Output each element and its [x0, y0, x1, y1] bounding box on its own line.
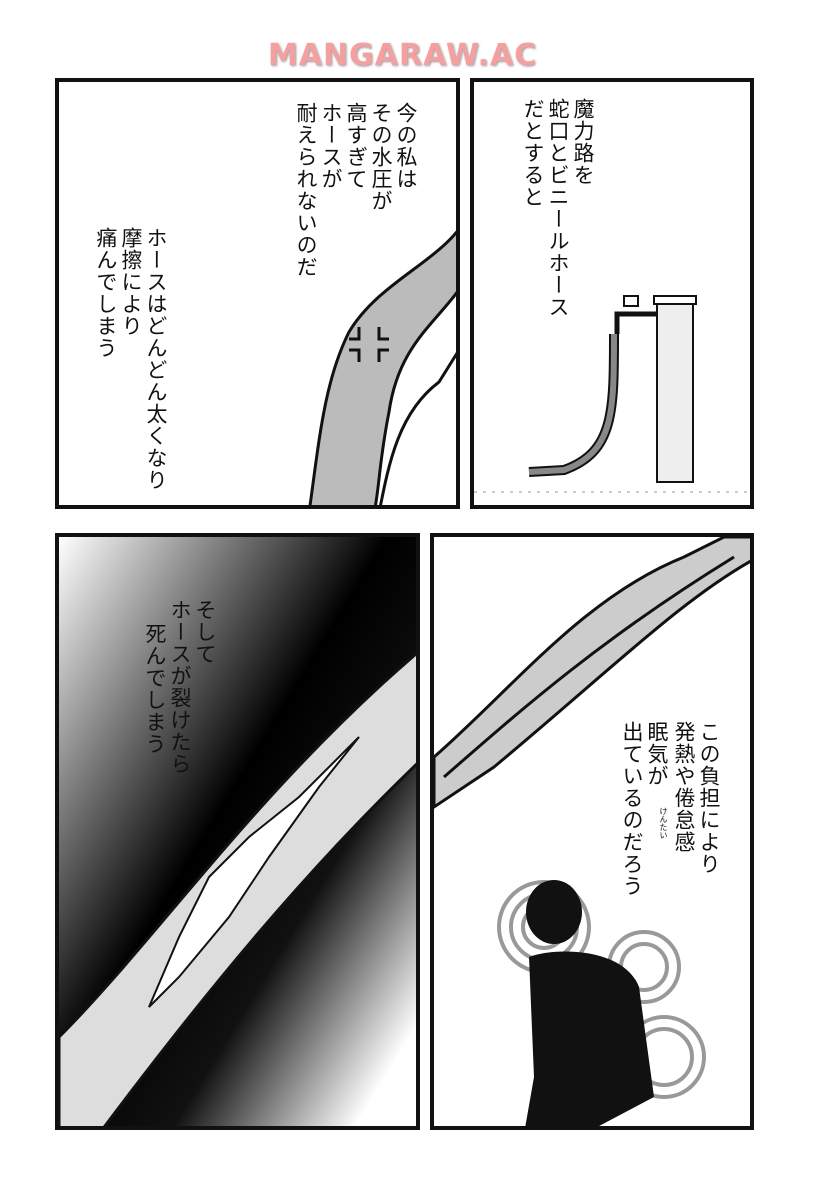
- ruby-text: けんたい: [659, 807, 668, 839]
- text-line: ホースが裂けたら: [168, 599, 192, 775]
- text-line: この負担により: [697, 721, 721, 875]
- text-line: 眠気が: [645, 721, 669, 787]
- text-line: ホースが: [319, 102, 343, 190]
- text-line: 耐えられないのだ: [294, 102, 318, 278]
- panel-tear: そして ホースが裂けたら 死んでしまう: [55, 533, 420, 1130]
- text-line: その水圧が: [369, 102, 393, 212]
- panel-pressure: 今の私は その水圧が 高すぎて ホースが 耐えられないのだ ホースはどんどん太く…: [55, 78, 460, 509]
- torn-hose-art: [59, 537, 416, 1126]
- text-line: 蛇口とビニールホース: [546, 98, 570, 318]
- text-line: 今の私は: [394, 102, 418, 190]
- text-line: そして: [193, 599, 217, 665]
- watermark: MANGARAW.AC: [268, 38, 538, 73]
- text-line: 出ているのだろう: [620, 721, 644, 897]
- text-line: 摩擦により: [119, 227, 143, 337]
- text-line: 発熱や倦怠感: [672, 721, 696, 853]
- text-line: だとすると: [521, 98, 545, 208]
- text-line: 痛んでしまう: [94, 227, 118, 359]
- text-line: ホースはどんどん太くなり: [144, 227, 168, 491]
- text-line: 高すぎて: [344, 102, 368, 190]
- text-line: 魔力路を: [571, 98, 595, 186]
- panel-burden: この負担により 発熱や倦怠感 けんたい 眠気が 出ているのだろう: [430, 533, 754, 1130]
- panel-faucet: 魔力路を 蛇口とビニールホース だとすると: [470, 78, 754, 509]
- swollen-hose-art: [308, 230, 456, 505]
- text-line: 死んでしまう: [143, 623, 167, 755]
- hose-and-figure-art: [434, 537, 750, 1126]
- anger-mark-icon: [349, 327, 389, 362]
- faucet-hose-art: [474, 295, 750, 493]
- wireframe-figure-icon: [525, 880, 654, 1126]
